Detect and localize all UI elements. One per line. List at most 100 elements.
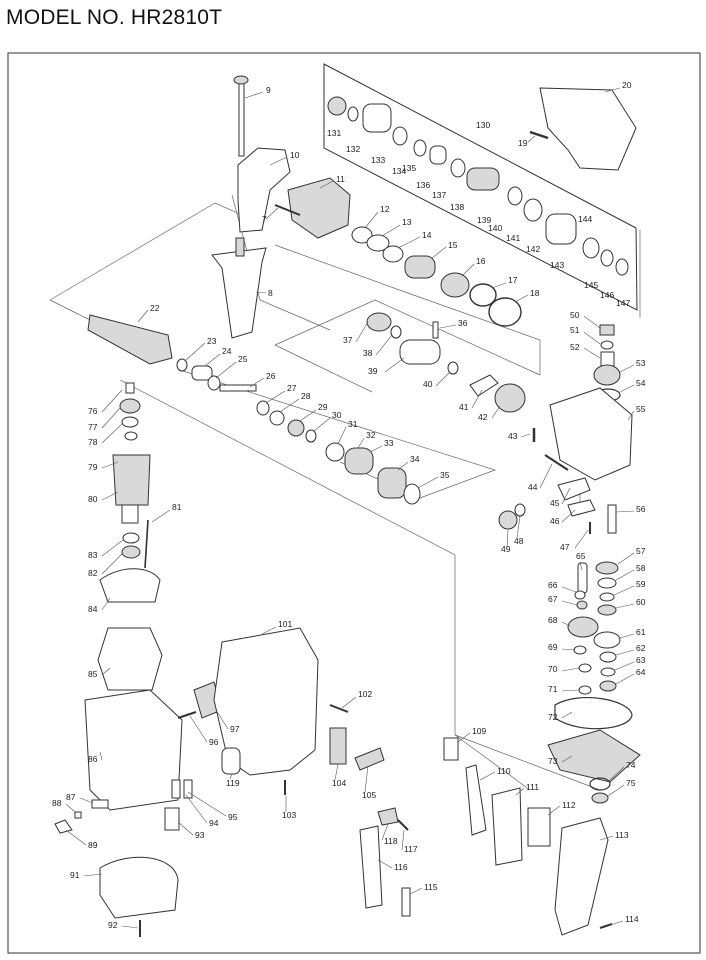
part-label-135: 135: [402, 163, 416, 173]
part-label-130: 130: [476, 120, 490, 130]
leader-line-92: [121, 925, 139, 929]
leader-line-93: [177, 821, 194, 836]
leader-line-91: [83, 873, 103, 877]
part-label-66: 66: [548, 580, 558, 590]
part-label-131: 131: [327, 128, 341, 138]
part-label-75: 75: [626, 778, 636, 788]
part-label-147: 147: [616, 298, 630, 308]
leader-line-38: [375, 334, 393, 356]
leader-line-56: [615, 510, 635, 513]
leader-line-28: [279, 398, 300, 413]
leader-line-26: [249, 377, 265, 388]
part-labels: 9101171213141516171881920130131132133134…: [52, 80, 646, 930]
leader-line-12: [364, 211, 379, 229]
part-label-72: 72: [548, 712, 558, 722]
leader-line-111: [515, 787, 525, 796]
part-label-81: 81: [172, 502, 182, 512]
leader-line-101: [261, 626, 277, 635]
part-label-19: 19: [518, 138, 528, 148]
part-label-53: 53: [636, 358, 646, 368]
leader-line-67: [561, 600, 578, 606]
part-label-82: 82: [88, 568, 98, 578]
leader-line-57: [617, 552, 635, 565]
leader-line-69: [561, 648, 576, 651]
part-label-42: 42: [478, 412, 488, 422]
part-label-56: 56: [636, 504, 646, 514]
leader-line-118: [381, 823, 389, 841]
part-label-52: 52: [570, 342, 580, 352]
part-label-63: 63: [636, 655, 646, 665]
part-label-49: 49: [501, 544, 511, 554]
leader-line-59: [613, 585, 635, 596]
part-label-9: 9: [266, 85, 271, 95]
leader-line-13: [381, 224, 401, 237]
leader-line-89: [65, 829, 87, 846]
part-label-65: 65: [576, 551, 586, 561]
part-label-31: 31: [348, 419, 358, 429]
part-label-119: 119: [226, 778, 240, 788]
leader-line-10: [269, 156, 288, 166]
leader-line-39: [384, 357, 405, 373]
leader-line-58: [615, 569, 635, 581]
leader-line-20: [604, 87, 621, 93]
leader-line-114: [609, 920, 624, 926]
part-label-13: 13: [402, 217, 412, 227]
leader-line-16: [461, 263, 475, 277]
part-label-41: 41: [459, 402, 469, 412]
part-label-76: 76: [88, 406, 98, 416]
leader-line-45: [561, 487, 571, 505]
leader-line-31: [337, 426, 347, 445]
part-label-141: 141: [506, 233, 520, 243]
part-label-113: 113: [615, 830, 629, 840]
part-label-94: 94: [209, 818, 219, 828]
leader-line-15: [431, 246, 447, 259]
leader-line-55: [627, 410, 635, 421]
part-label-37: 37: [343, 335, 353, 345]
leader-line-25: [215, 361, 237, 379]
part-shapes: [54, 75, 641, 937]
part-label-17: 17: [508, 275, 518, 285]
part-label-11: 11: [336, 174, 345, 184]
part-label-95: 95: [228, 812, 238, 822]
leader-line-61: [619, 633, 635, 639]
leader-line-81: [151, 509, 171, 523]
part-label-104: 104: [332, 778, 346, 788]
part-label-27: 27: [287, 383, 297, 393]
part-label-50: 50: [570, 310, 580, 320]
leader-line-7: [265, 207, 279, 220]
part-label-12: 12: [380, 204, 390, 214]
part-label-115: 115: [424, 882, 438, 892]
leader-line-50: [583, 315, 601, 329]
leader-line-94: [185, 794, 208, 824]
leader-line-76: [101, 389, 123, 413]
leader-line-112: [547, 805, 561, 816]
part-label-145: 145: [584, 280, 598, 290]
part-label-57: 57: [636, 546, 646, 556]
part-label-111: 111: [526, 782, 539, 792]
leader-line-119: [229, 773, 233, 780]
part-label-60: 60: [636, 597, 646, 607]
part-label-22: 22: [150, 303, 160, 313]
part-label-91: 91: [70, 870, 80, 880]
leader-line-83: [101, 539, 124, 557]
part-label-86: 86: [88, 754, 98, 764]
part-label-8: 8: [268, 288, 273, 298]
part-label-30: 30: [332, 410, 342, 420]
leader-line-8: [255, 291, 267, 294]
part-label-15: 15: [448, 240, 458, 250]
part-label-97: 97: [230, 724, 240, 734]
part-label-32: 32: [366, 430, 376, 440]
part-label-47: 47: [560, 542, 570, 552]
part-label-114: 114: [625, 914, 639, 924]
part-label-38: 38: [363, 348, 373, 358]
leader-line-86: [99, 751, 103, 761]
part-label-18: 18: [530, 288, 540, 298]
leader-line-49: [506, 529, 509, 549]
leader-line-75: [607, 784, 625, 797]
part-label-142: 142: [526, 244, 540, 254]
part-label-39: 39: [368, 366, 378, 376]
part-label-143: 143: [550, 260, 564, 270]
part-leaders: [65, 87, 635, 929]
leader-line-74: [607, 766, 625, 783]
part-label-28: 28: [301, 391, 311, 401]
